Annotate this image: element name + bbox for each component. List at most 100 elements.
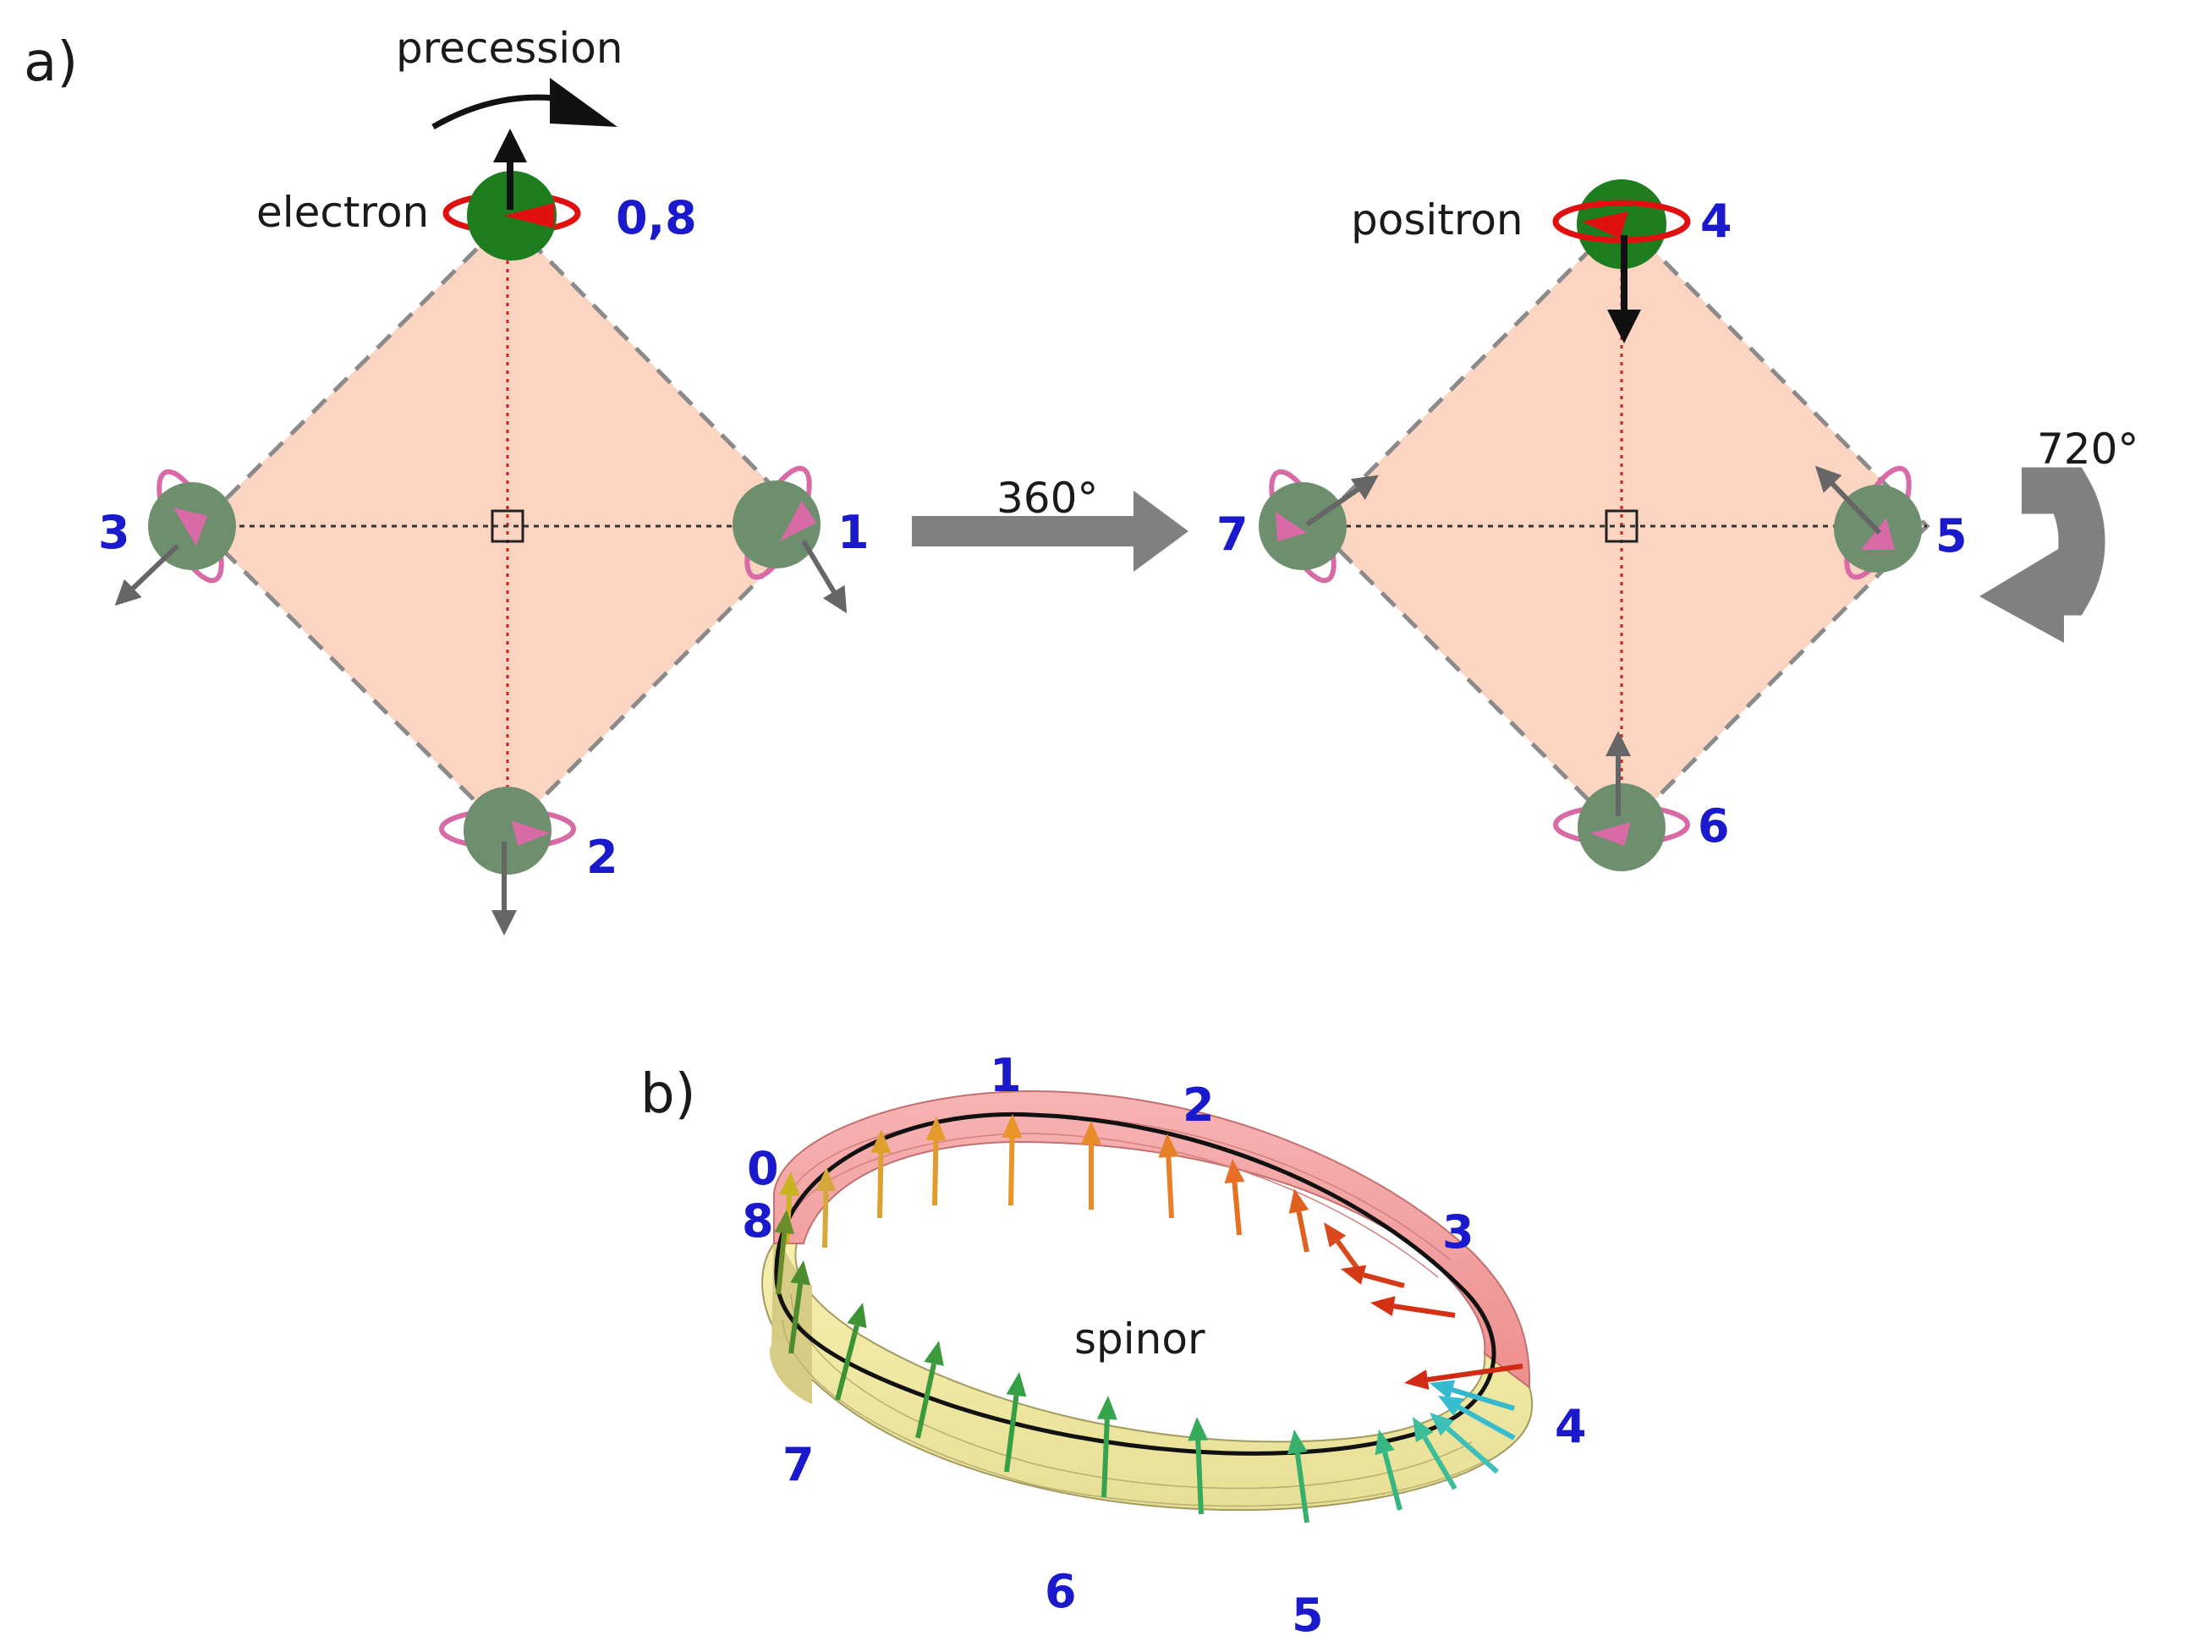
spinor-arrow-shaft <box>1294 1452 1309 1523</box>
spinor-arrow-shaft <box>776 1232 788 1295</box>
spinor-arrow-shaft <box>877 1152 884 1219</box>
electron-position-1: 1 <box>837 506 870 559</box>
spinor-arrow-shaft <box>1393 1303 1456 1318</box>
spinor-arrow-head <box>1438 1396 1464 1417</box>
spinor-arrow <box>1288 1188 1309 1253</box>
moebius-band <box>761 1089 1534 1512</box>
spinor-arrow-shaft <box>1232 1182 1242 1236</box>
spinor-arrow-head <box>1188 1417 1209 1441</box>
spinor-arrow-head <box>1158 1133 1179 1158</box>
spinor-arrow-head <box>1096 1396 1117 1420</box>
spinor-arrow <box>835 1303 867 1401</box>
spinor-arrow <box>1081 1121 1101 1210</box>
electron-sphere-1 <box>733 465 848 614</box>
spinor-arrow <box>915 1341 944 1439</box>
spinor-arrow-head <box>870 1129 892 1154</box>
spinor-arrow <box>788 1260 811 1354</box>
spinor-arrow-head <box>1224 1159 1245 1183</box>
spinor-arrow <box>1004 1372 1027 1473</box>
positron-label: positron <box>1351 195 1523 244</box>
panel-a-label: a) <box>24 31 78 94</box>
spinor-arrow-head <box>1430 1413 1454 1436</box>
spinor-arrow-head <box>1430 1380 1456 1400</box>
panel-b: b) spinor 0 8 1 2 3 4 5 6 7 <box>640 1049 1587 1642</box>
spinor-position-2: 2 <box>1183 1078 1215 1132</box>
rotation-720-arrow-icon <box>1979 467 2105 643</box>
spinor-arrow <box>1287 1430 1309 1523</box>
spinor-arrow-shaft <box>1382 1452 1402 1511</box>
spinor-arrow <box>1404 1364 1523 1390</box>
spinor-position-0: 0 <box>747 1142 779 1195</box>
positron-position-7: 7 <box>1216 508 1249 561</box>
spinor-arrow <box>870 1129 892 1219</box>
spinor-arrow <box>1438 1396 1516 1441</box>
spinor-arrow-shaft <box>1008 1137 1015 1206</box>
spinor-arrow <box>1002 1114 1023 1206</box>
precession-arrow-icon <box>431 78 617 130</box>
spinor-arrow-head <box>1341 1265 1367 1285</box>
spinor-position-6: 6 <box>1045 1565 1077 1618</box>
spinor-arrow-shaft <box>1422 1435 1457 1490</box>
spinor-arrow-shaft <box>932 1139 939 1206</box>
spinor-arrow-shaft <box>1195 1440 1204 1515</box>
spinor-arrow-shaft <box>1166 1156 1174 1219</box>
spinor-arrow-shaft <box>822 1190 829 1249</box>
electron-sphere-0 <box>442 129 581 261</box>
spinor-arrow-head <box>1404 1369 1430 1390</box>
spinor-arrow-shaft <box>788 1283 804 1354</box>
spinor-arrow <box>1341 1265 1405 1288</box>
spinor-arrow <box>1430 1413 1499 1474</box>
spinor-position-5: 5 <box>1292 1589 1324 1642</box>
electron-position-3: 3 <box>98 506 130 559</box>
spinor-label: spinor <box>1074 1314 1205 1364</box>
electron-position-2: 2 <box>586 831 618 884</box>
spinor-arrow <box>1224 1159 1245 1236</box>
spinor-arrow-shaft <box>1336 1239 1360 1271</box>
spinor-arrow <box>925 1117 947 1206</box>
electron-label: electron <box>256 188 429 237</box>
spinor-arrow-shaft <box>1296 1210 1309 1253</box>
spinor-arrow <box>1413 1417 1457 1490</box>
electron-sphere-3 <box>114 469 236 606</box>
spinor-arrow-shaft <box>1101 1419 1110 1498</box>
spinor-arrow-head <box>1002 1114 1023 1139</box>
positron-sphere-7 <box>1259 469 1379 584</box>
spinor-arrow-head <box>1370 1296 1396 1317</box>
spinor-arrow-shaft <box>1446 1426 1499 1474</box>
spinor-arrow-head <box>790 1260 811 1286</box>
positron-position-4: 4 <box>1700 195 1732 248</box>
spinor-arrow-head <box>1081 1121 1101 1144</box>
spinor-arrow <box>1096 1396 1117 1498</box>
spinor-arrow-head <box>1287 1430 1308 1455</box>
spinor-arrow <box>1370 1296 1456 1318</box>
spinor-arrow-head <box>1006 1372 1027 1397</box>
electron-position-0-8: 0,8 <box>616 191 697 244</box>
spinor-arrow-shaft <box>1363 1272 1405 1288</box>
spinor-arrows <box>774 1114 1523 1523</box>
spinor-arrow-head <box>924 1341 944 1366</box>
electron-diamond <box>195 215 815 837</box>
spinor-arrow <box>1188 1417 1209 1515</box>
spinor-arrow-shaft <box>1427 1364 1523 1383</box>
spinor-arrow-head <box>925 1117 947 1141</box>
positron-position-5: 5 <box>1935 509 1968 563</box>
spinor-position-7: 7 <box>782 1438 815 1491</box>
spinor-arrow-shaft <box>835 1325 859 1401</box>
positron-sphere-4 <box>1552 179 1691 343</box>
spinor-arrow-shaft <box>1457 1404 1516 1441</box>
spinor-arrow <box>1375 1430 1402 1511</box>
spinor-arrow <box>815 1167 837 1249</box>
positron-sphere-6 <box>1553 731 1690 871</box>
spinor-arrow-head <box>774 1210 795 1235</box>
spinor-arrow-head <box>847 1303 867 1329</box>
spinor-arrow <box>1324 1222 1360 1271</box>
electron-sphere-2 <box>439 787 576 936</box>
spinor-arrow <box>1430 1380 1515 1411</box>
spinor-arrow-head <box>1288 1188 1309 1214</box>
rotation-360-label: 360° <box>996 474 1098 523</box>
spinor-arrow-shaft <box>915 1363 936 1439</box>
spinor-arrow-head <box>1413 1417 1434 1443</box>
spinor-position-1: 1 <box>990 1049 1022 1102</box>
spinor-arrow-shaft <box>1004 1395 1019 1473</box>
